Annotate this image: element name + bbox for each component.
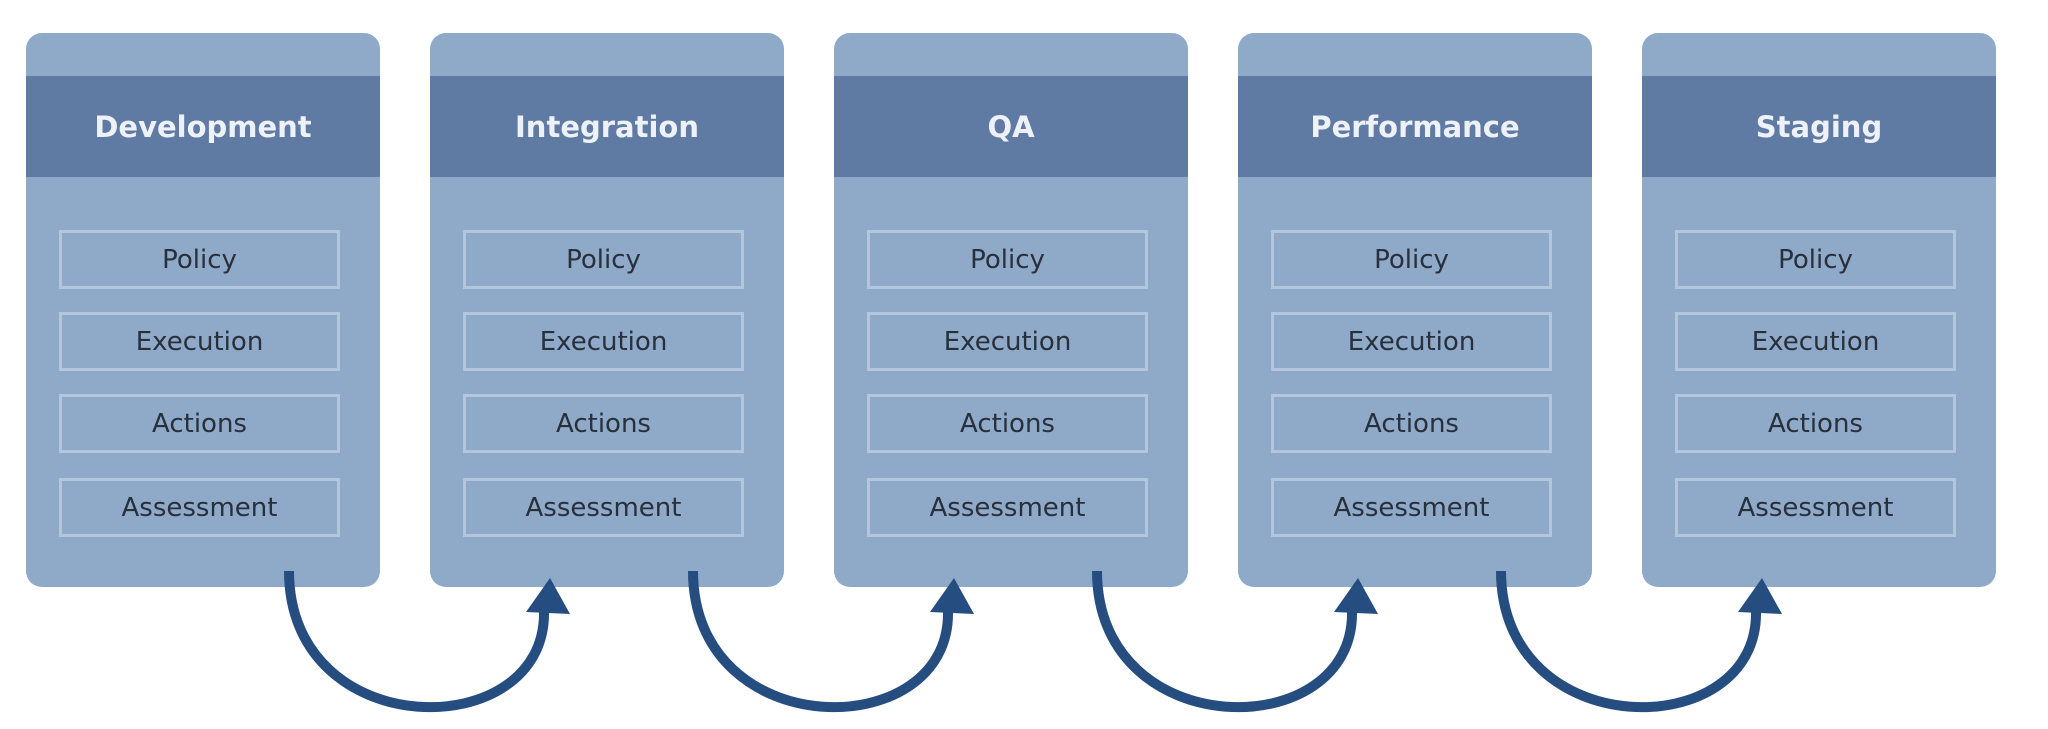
stage-item-actions: Actions [867,394,1148,453]
stage-item-execution: Execution [1675,312,1956,371]
stage-item-assessment: Assessment [1271,478,1552,537]
stage-title: Integration [430,76,784,177]
stage-item-assessment: Assessment [867,478,1148,537]
stage-item-policy: Policy [463,230,744,289]
stage-item-assessment: Assessment [463,478,744,537]
arrow-head-icon [526,578,570,614]
stage-title: Development [26,76,380,177]
arrow-curve [688,570,954,713]
stage-item-actions: Actions [1675,394,1956,453]
stage-item-execution: Execution [1271,312,1552,371]
stage-item-assessment: Assessment [1675,478,1956,537]
stage-item-execution: Execution [867,312,1148,371]
stage-item-policy: Policy [59,230,340,289]
stage-title: Performance [1238,76,1592,177]
stage-title: Staging [1642,76,1996,177]
arrow-curve [1092,570,1358,713]
arrow-head-icon [1738,578,1782,614]
stage-title: QA [834,76,1188,177]
stage-item-execution: Execution [463,312,744,371]
stage-item-actions: Actions [59,394,340,453]
stage-item-actions: Actions [463,394,744,453]
arrow-head-icon [930,578,974,614]
stage-item-policy: Policy [867,230,1148,289]
stage-item-policy: Policy [1675,230,1956,289]
stage-item-policy: Policy [1271,230,1552,289]
stage-item-execution: Execution [59,312,340,371]
arrow-head-icon [1334,578,1378,614]
stage-item-assessment: Assessment [59,478,340,537]
stage-item-actions: Actions [1271,394,1552,453]
arrow-curve [1496,570,1762,713]
arrow-curve [284,570,550,713]
